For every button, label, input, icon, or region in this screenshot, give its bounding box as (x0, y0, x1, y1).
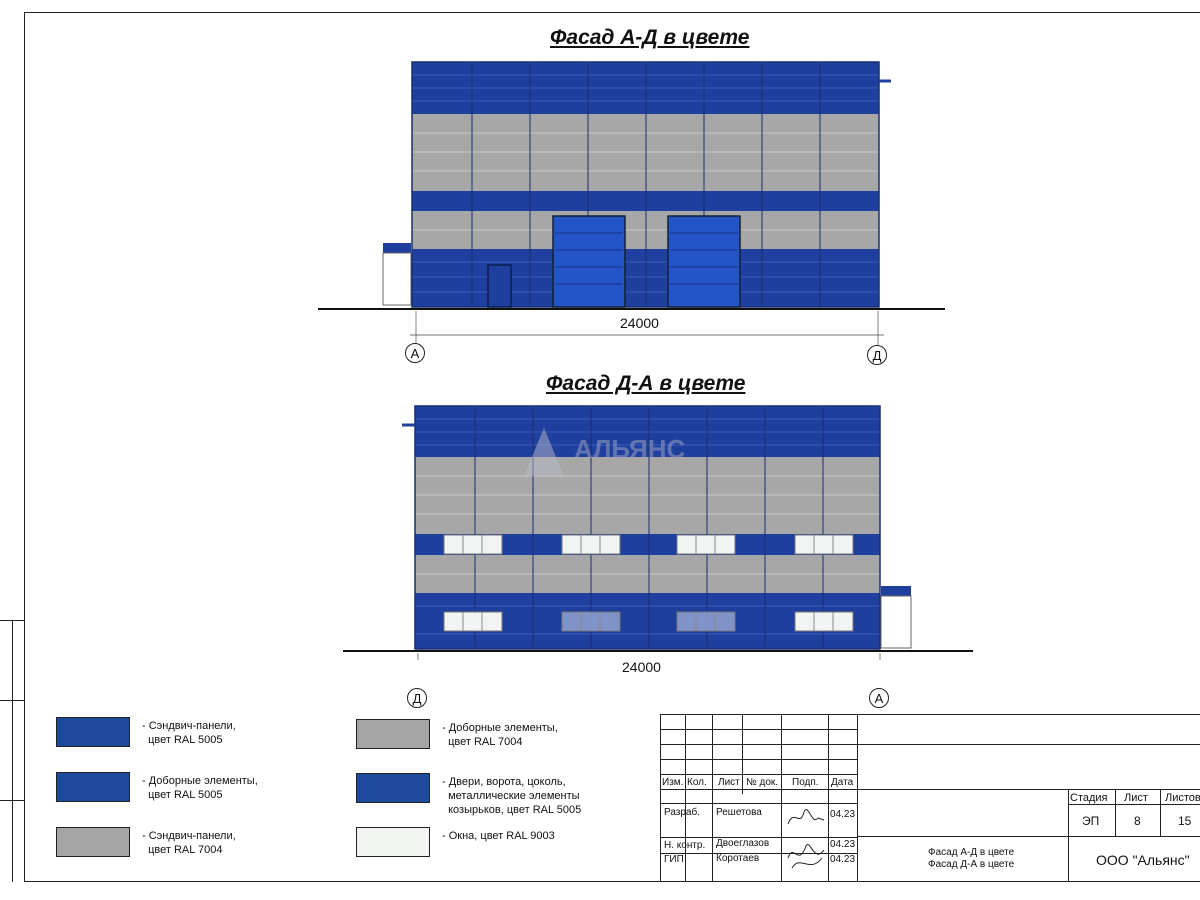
facade-2-axis-left: Д (407, 688, 427, 708)
stamp-role: Н. контр. (664, 840, 706, 851)
signature-marks (787, 809, 825, 869)
legend-label: - Доборные элементы, цвет RAL 5005 (142, 775, 258, 801)
stamp-header-list: Лист (718, 777, 740, 788)
legend-swatch (356, 719, 430, 749)
stamp-date: 04.23 (830, 809, 856, 820)
legend-label: - Окна, цвет RAL 9003 (442, 830, 555, 842)
binding-strip (0, 620, 24, 882)
facade-1-title: Фасад А-Д в цвете (550, 26, 750, 49)
stamp-header-sign: Подп. (792, 777, 819, 788)
stamp-sheet-title-2: Фасад Д-А в цвете (928, 859, 1015, 870)
stamp-company: ООО "Альянс" (1096, 852, 1190, 868)
legend-swatch (356, 773, 430, 803)
stamp-date: 04.23 (830, 854, 856, 865)
legend-swatch (56, 827, 130, 857)
facade-2-drawing: АЛЬЯНС (343, 405, 973, 660)
stamp-header-doc: № док. (746, 777, 779, 788)
facade-2-dimension: 24000 (622, 659, 661, 675)
facade-1-dimension: 24000 (620, 315, 659, 331)
legend-label: - Двери, ворота, цоколь, металлические э… (442, 776, 582, 816)
legend-label: - Сэндвич-панели, цвет RAL 5005 (142, 720, 236, 746)
facade-1-axis-right: Д (867, 345, 887, 365)
stamp-sheets: 15 (1178, 814, 1192, 828)
stamp-stage-label: Стадия (1070, 792, 1108, 804)
stamp-name: Коротаев (716, 853, 760, 864)
stamp-sheet-title-1: Фасад А-Д в цвете (928, 847, 1015, 858)
legend-label: - Сэндвич-панели, цвет RAL 7004 (142, 830, 236, 856)
stamp-date: 04.23 (830, 839, 856, 850)
legend-label: - Доборные элементы, цвет RAL 7004 (442, 722, 558, 748)
stamp-name: Двоеглазов (716, 838, 770, 849)
drawing-sheet-frame (24, 12, 1200, 882)
facade-1-axis-left: А (405, 343, 425, 363)
stamp-role: ГИП (664, 854, 684, 865)
stamp-sheets-label: Листов (1165, 792, 1200, 804)
stamp-sheet-label: Лист (1124, 792, 1148, 804)
stamp-header-izm: Изм. (662, 777, 684, 788)
stamp-role: Разраб. (664, 807, 701, 818)
facade-2-axis-right: А (869, 688, 889, 708)
facade-2-title: Фасад Д-А в цвете (546, 372, 746, 395)
watermark-logo: АЛЬЯНС (574, 434, 685, 464)
legend-swatch (56, 717, 130, 747)
legend-swatch (56, 772, 130, 802)
stamp-header-date: Дата (831, 777, 854, 788)
facade-1-drawing (318, 61, 945, 347)
legend-swatch (356, 827, 430, 857)
stamp-header-kol: Кол. (687, 777, 707, 788)
stamp-stage: ЭП (1082, 814, 1100, 828)
stamp-sheet: 8 (1134, 814, 1141, 828)
title-block: Изм. Кол. Лист № док. Подп. Дата Разраб.… (660, 714, 1200, 882)
stamp-name: Решетова (716, 807, 762, 818)
